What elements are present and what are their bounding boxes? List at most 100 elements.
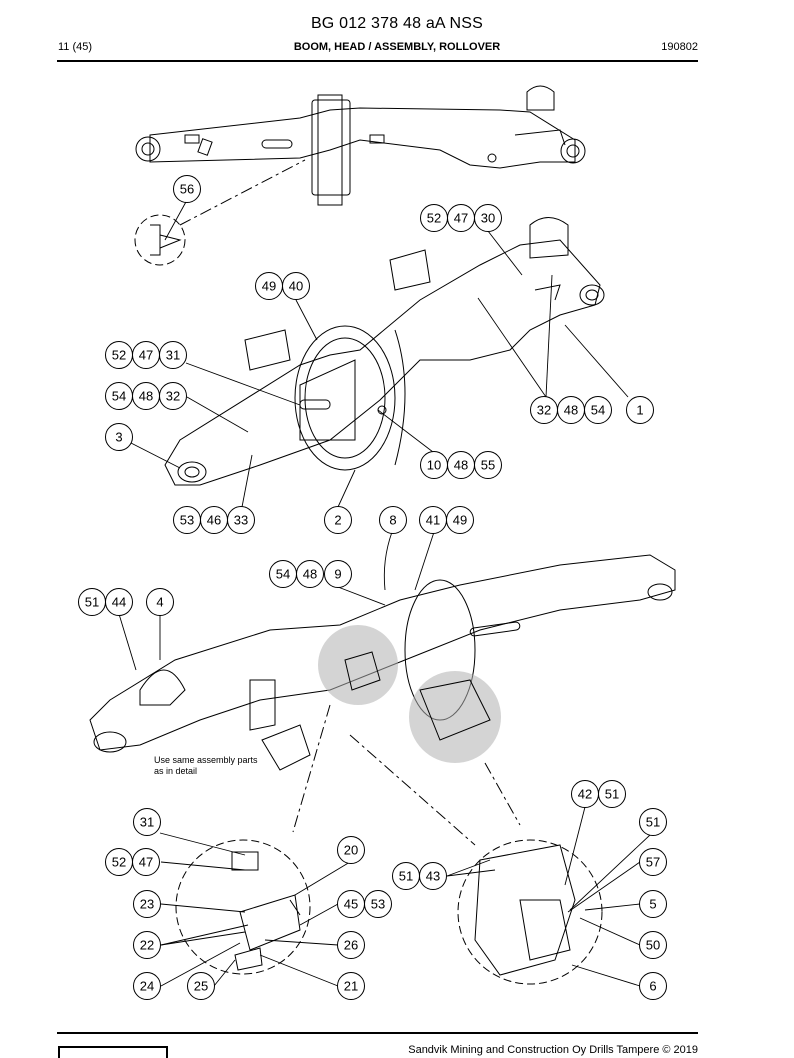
callout-46: 46 bbox=[200, 506, 228, 534]
callout-55: 55 bbox=[474, 451, 502, 479]
callout-47: 47 bbox=[132, 848, 160, 876]
callout-label: 2 bbox=[334, 513, 341, 528]
callout-circle bbox=[337, 836, 365, 864]
callout-32: 32 bbox=[159, 382, 187, 410]
callout-43: 43 bbox=[419, 862, 447, 890]
callout-circle bbox=[639, 890, 667, 918]
page-number: 11 (45) bbox=[58, 41, 93, 53]
callout-48: 48 bbox=[557, 396, 585, 424]
callout-20: 20 bbox=[337, 836, 365, 864]
callout-label: 48 bbox=[564, 403, 578, 418]
callout-41: 41 bbox=[419, 506, 447, 534]
callout-label: 32 bbox=[166, 389, 180, 404]
callout-circle bbox=[159, 341, 187, 369]
callout-label: 43 bbox=[426, 869, 440, 884]
callout-50: 50 bbox=[639, 931, 667, 959]
callout-45: 45 bbox=[337, 890, 365, 918]
callout-label: 30 bbox=[481, 211, 495, 226]
callout-circle bbox=[639, 808, 667, 836]
callout-26: 26 bbox=[337, 931, 365, 959]
callout-circle bbox=[474, 451, 502, 479]
callout-57: 57 bbox=[639, 848, 667, 876]
callout-circle bbox=[133, 931, 161, 959]
callout-label: 48 bbox=[139, 389, 153, 404]
callout-53: 53 bbox=[173, 506, 201, 534]
callout-label: 22 bbox=[140, 938, 154, 953]
callout-circle bbox=[105, 423, 133, 451]
callout-22: 22 bbox=[133, 931, 161, 959]
callout-6: 6 bbox=[639, 972, 667, 1000]
callout-30: 30 bbox=[474, 204, 502, 232]
callout-31: 31 bbox=[133, 808, 161, 836]
callout-label: 56 bbox=[180, 182, 194, 197]
callout-label: 46 bbox=[207, 513, 221, 528]
callout-circle bbox=[146, 588, 174, 616]
callout-49: 49 bbox=[255, 272, 283, 300]
callout-10: 10 bbox=[420, 451, 448, 479]
callout-circle bbox=[639, 931, 667, 959]
callout-label: 48 bbox=[303, 567, 317, 582]
callout-label: 20 bbox=[344, 843, 358, 858]
callout-47: 47 bbox=[132, 341, 160, 369]
callout-label: 24 bbox=[140, 979, 154, 994]
detail-highlight-left bbox=[318, 625, 398, 705]
leader-dashdot bbox=[292, 704, 331, 833]
callout-label: 47 bbox=[454, 211, 468, 226]
callout-5: 5 bbox=[639, 890, 667, 918]
callout-label: 48 bbox=[454, 458, 468, 473]
callout-47: 47 bbox=[447, 204, 475, 232]
callout-circle bbox=[639, 848, 667, 876]
callout-2: 2 bbox=[324, 506, 352, 534]
callout-label: 50 bbox=[646, 938, 660, 953]
callout-circle bbox=[379, 506, 407, 534]
assembly-note: Use same assembly parts as in detail bbox=[154, 755, 258, 776]
callout-circle bbox=[133, 890, 161, 918]
footer-copyright: Sandvik Mining and Construction Oy Drill… bbox=[408, 1044, 698, 1056]
callout-51: 51 bbox=[392, 862, 420, 890]
callout-circle bbox=[626, 396, 654, 424]
callout-54: 54 bbox=[105, 382, 133, 410]
leader-dashdot bbox=[349, 734, 476, 846]
callout-25: 25 bbox=[187, 972, 215, 1000]
callout-label: 53 bbox=[371, 897, 385, 912]
callout-label: 54 bbox=[276, 567, 290, 582]
callout-label: 3 bbox=[115, 430, 122, 445]
callout-51: 51 bbox=[78, 588, 106, 616]
callout-label: 4 bbox=[156, 595, 163, 610]
callout-label: 5 bbox=[649, 897, 656, 912]
callout-label: 32 bbox=[537, 403, 551, 418]
callout-label: 25 bbox=[194, 979, 208, 994]
callout-label: 40 bbox=[289, 279, 303, 294]
callout-label: 52 bbox=[427, 211, 441, 226]
callout-24: 24 bbox=[133, 972, 161, 1000]
callout-circle bbox=[446, 506, 474, 534]
callout-4: 4 bbox=[146, 588, 174, 616]
callout-32: 32 bbox=[530, 396, 558, 424]
callout-label: 41 bbox=[426, 513, 440, 528]
callout-40: 40 bbox=[282, 272, 310, 300]
callout-52: 52 bbox=[105, 341, 133, 369]
callout-label: 51 bbox=[399, 869, 413, 884]
callout-label: 54 bbox=[591, 403, 605, 418]
callout-circle bbox=[173, 175, 201, 203]
callout-circle bbox=[584, 396, 612, 424]
callout-circle bbox=[187, 972, 215, 1000]
callout-51: 51 bbox=[639, 808, 667, 836]
callout-circle bbox=[324, 506, 352, 534]
callout-label: 51 bbox=[605, 787, 619, 802]
detail-parts bbox=[474, 844, 576, 976]
detail-circle-right bbox=[457, 839, 603, 985]
company-logo bbox=[58, 1046, 168, 1058]
callout-circle bbox=[227, 506, 255, 534]
callout-42: 42 bbox=[571, 780, 599, 808]
callout-51: 51 bbox=[598, 780, 626, 808]
callout-circle bbox=[639, 972, 667, 1000]
callout-circle bbox=[337, 972, 365, 1000]
callout-circle bbox=[296, 560, 324, 588]
callout-circle bbox=[598, 780, 626, 808]
callout-circle bbox=[364, 890, 392, 918]
callout-23: 23 bbox=[133, 890, 161, 918]
callout-label: 52 bbox=[112, 348, 126, 363]
